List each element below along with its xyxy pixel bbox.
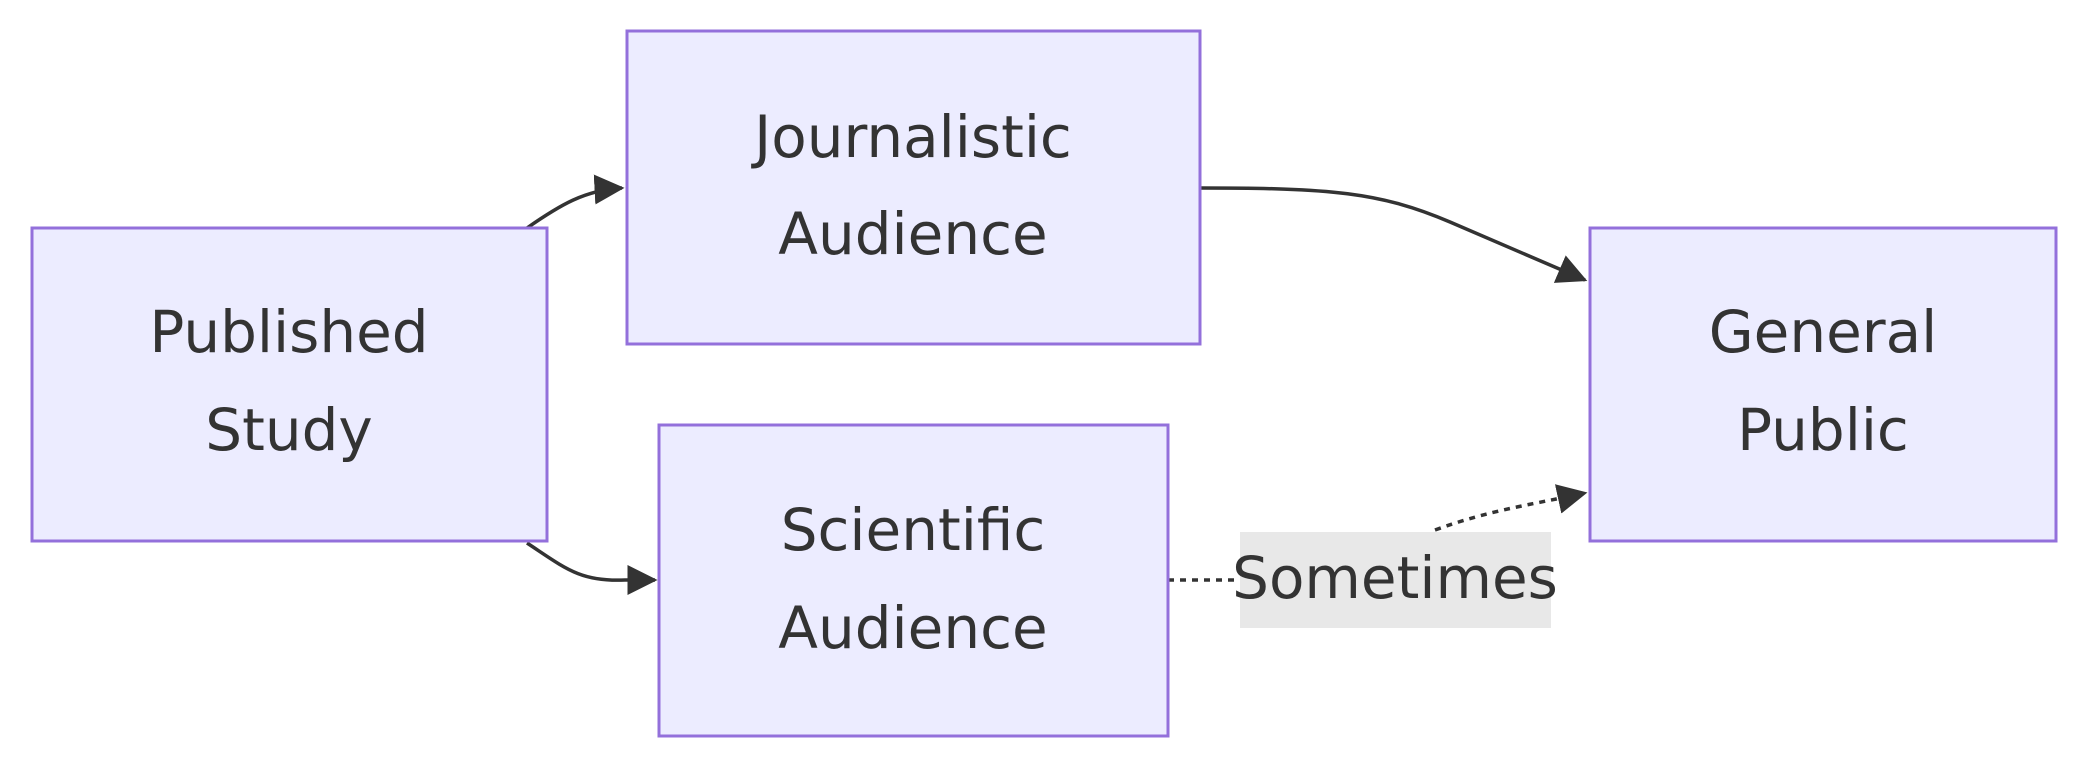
node-scientific-audience[interactable]: Scientific Audience	[657, 423, 1170, 738]
node-general-public-line-2: Public	[1737, 396, 1909, 464]
node-published-study-line-2: Study	[205, 396, 372, 464]
node-journalistic-audience[interactable]: Journalistic Audience	[625, 29, 1202, 346]
node-published-study[interactable]: Published Study	[30, 226, 549, 543]
edge-journalistic-to-public	[1199, 186, 1588, 283]
node-journalistic-audience-line-2: Audience	[778, 200, 1047, 268]
node-general-public-line-1: General	[1709, 298, 1938, 366]
edge-study-to-scientific	[526, 541, 658, 595]
node-published-study-line-1: Published	[149, 298, 428, 366]
node-journalistic-audience-line-1: Journalistic	[751, 103, 1072, 171]
node-general-public[interactable]: General Public	[1588, 226, 2058, 543]
edge-scientific-to-public	[1168, 484, 1588, 582]
node-scientific-audience-line-2: Audience	[778, 594, 1047, 662]
edge-label-sometimes-text: Sometimes	[1232, 544, 1558, 612]
edge-study-to-journalistic	[525, 174, 625, 230]
node-scientific-audience-line-1: Scientific	[781, 496, 1046, 564]
edge-label-sometimes: Sometimes	[1232, 532, 1558, 628]
